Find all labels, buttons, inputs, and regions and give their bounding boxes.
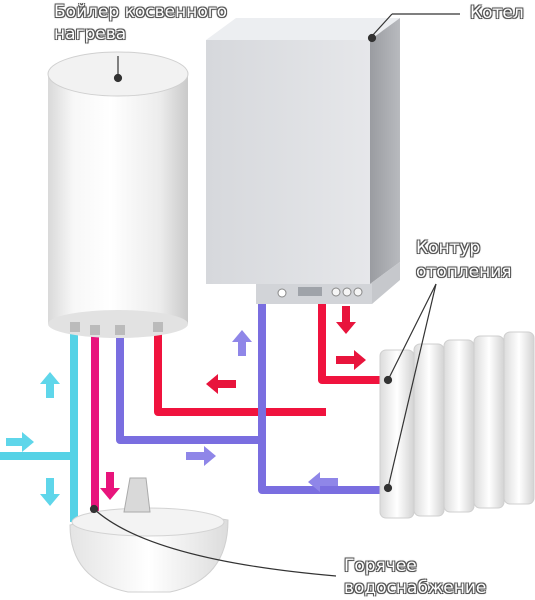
arrow-left-icon <box>308 472 338 492</box>
knob-icon <box>331 287 341 297</box>
leader-lines <box>89 13 460 577</box>
knob-icon <box>353 287 363 297</box>
hot-water-label-line1: Горячее <box>344 556 417 576</box>
indirect-boiler <box>47 51 189 338</box>
heating-contour-label-line1: Контур <box>416 238 481 258</box>
heating-supply-pipe <box>318 296 392 384</box>
arrow-left-icon <box>206 374 236 394</box>
arrow-right-icon <box>186 446 216 466</box>
sink <box>69 477 229 593</box>
arrow-right-icon <box>6 432 34 452</box>
indirect-boiler-label-line2: нагрева <box>54 24 127 44</box>
arrow-up-icon <box>40 372 60 398</box>
arrow-right-icon <box>336 350 366 370</box>
cold-water-pipe <box>0 326 78 522</box>
indirect-boiler-label-line1: Бойлер косвенного <box>54 2 228 22</box>
arrow-down-icon <box>336 306 356 334</box>
flow-arrows <box>6 306 366 506</box>
arrow-up-icon <box>232 330 252 356</box>
heating-return-pipe <box>258 296 392 494</box>
hot-water-label-line2: водоснабжение <box>344 578 487 598</box>
arrow-down-icon <box>100 472 120 500</box>
pipes <box>0 296 392 522</box>
knob-icon <box>342 287 352 297</box>
radiator <box>379 331 535 519</box>
power-button-icon <box>277 288 287 298</box>
arrow-down-icon <box>40 478 60 506</box>
gas-boiler <box>206 18 400 304</box>
kotel-label: Котел <box>470 3 524 23</box>
boiler-coil-supply-pipe <box>154 326 326 416</box>
faucet-icon <box>123 477 151 513</box>
heating-contour-label-line2: отопления <box>416 262 512 282</box>
